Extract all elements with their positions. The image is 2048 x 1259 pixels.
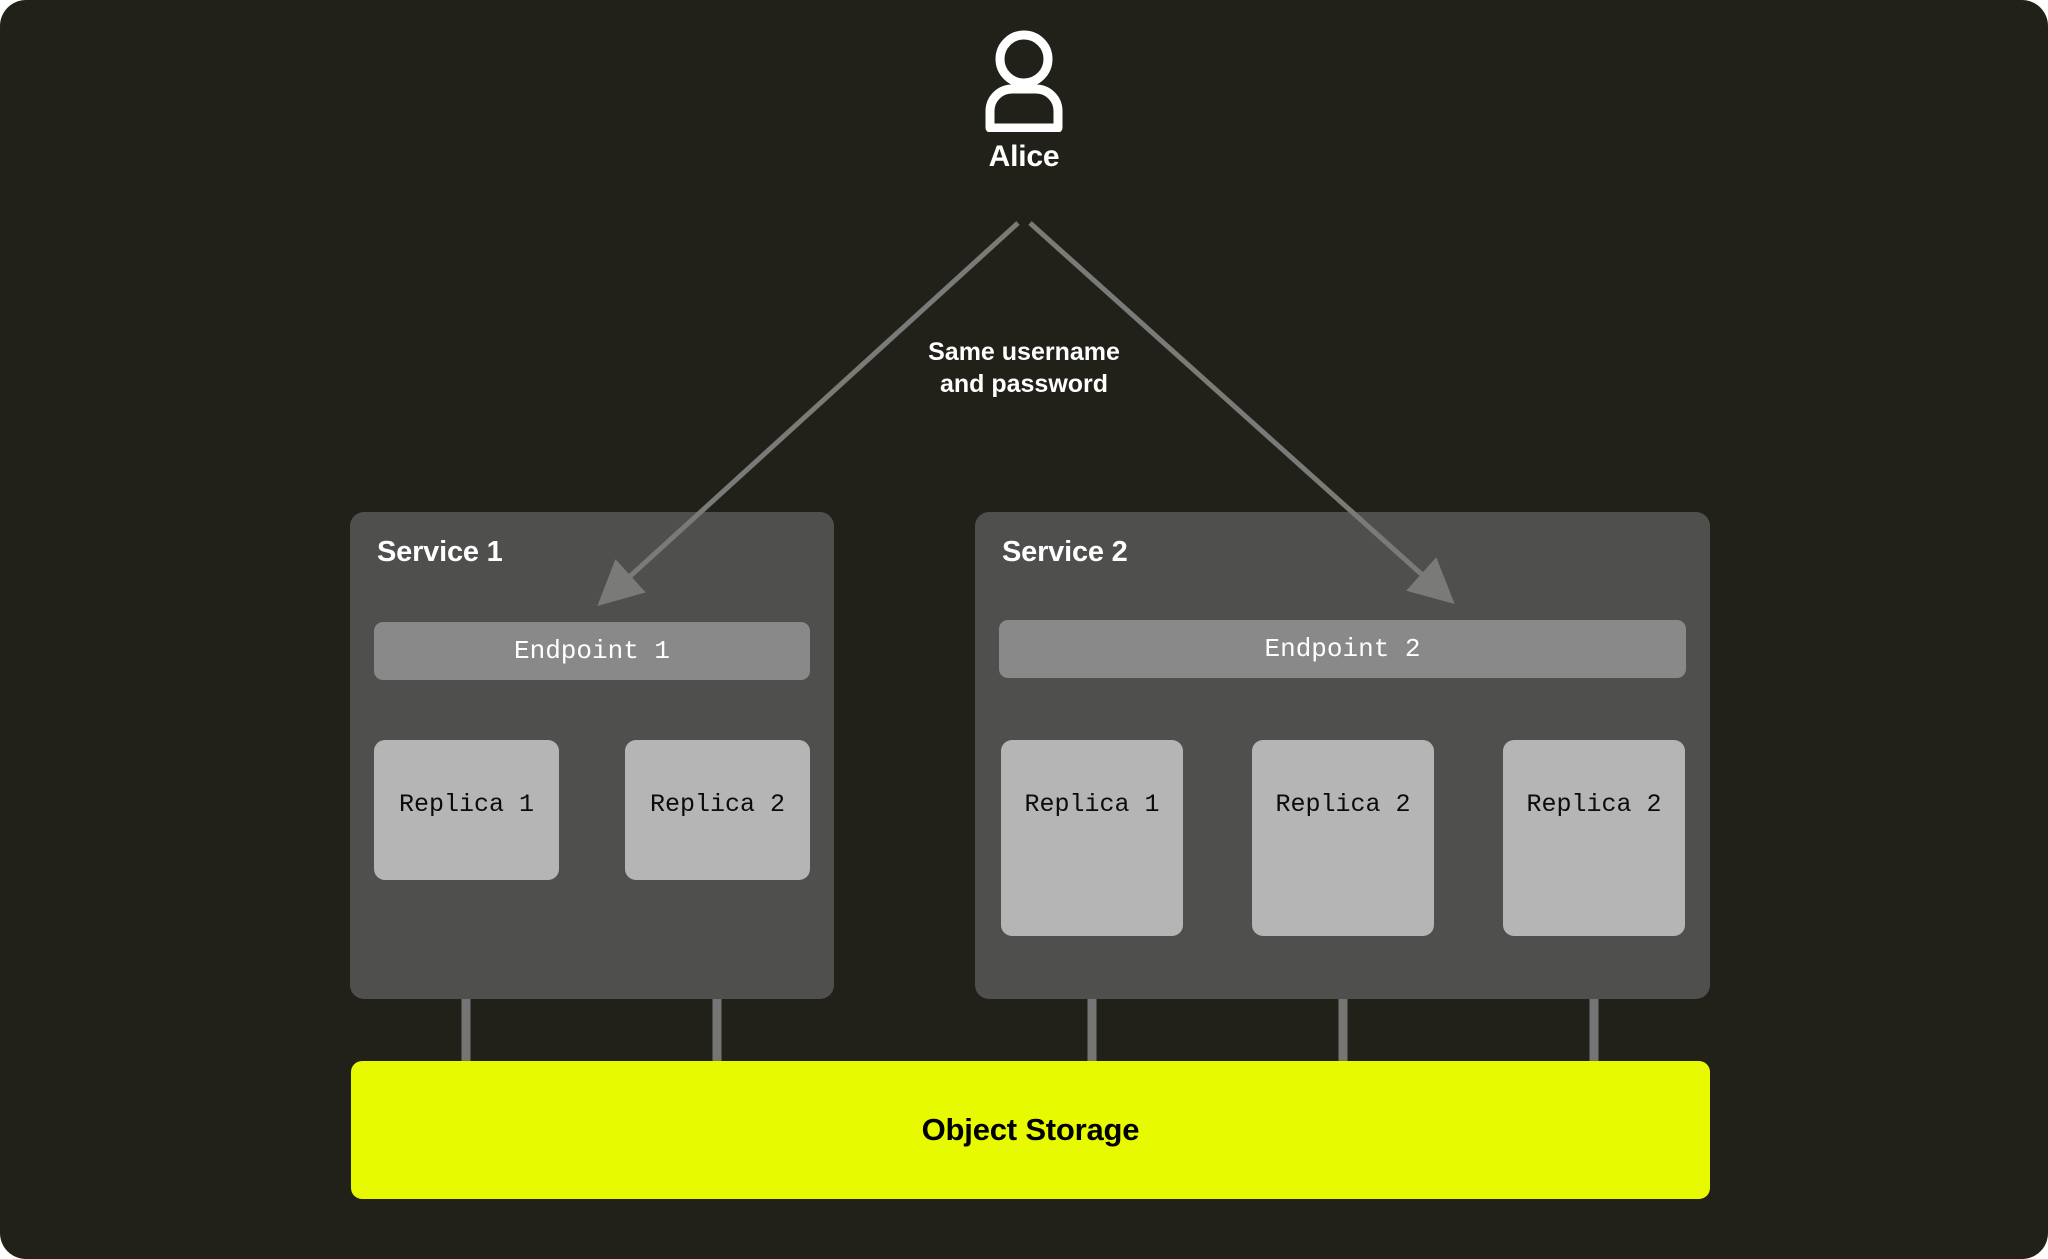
actor-label: Alice: [988, 140, 1060, 173]
service-card-2[interactable]: Service 2 Endpoint 2 Replica 1 Replica 2…: [975, 512, 1710, 999]
service-2-replica-2[interactable]: Replica 2: [1252, 740, 1434, 936]
user-icon: [985, 30, 1063, 132]
auth-caption-line-2: and password: [939, 369, 1109, 398]
service-2-replica-1[interactable]: Replica 1: [1001, 740, 1183, 936]
endpoint-1[interactable]: Endpoint 1: [374, 622, 810, 680]
auth-caption: Same username and password: [824, 337, 1224, 400]
auth-caption-line-1: Same username: [928, 338, 1120, 366]
endpoint-2[interactable]: Endpoint 2: [999, 620, 1686, 678]
service-1-replica-1[interactable]: Replica 1: [374, 740, 559, 880]
service-1-title: Service 1: [377, 536, 503, 568]
service-card-1[interactable]: Service 1 Endpoint 1 Replica 1 Replica 2: [350, 512, 834, 999]
actor-alice: Alice: [924, 28, 1124, 174]
service-1-replica-2[interactable]: Replica 2: [625, 740, 810, 880]
service-2-replica-3[interactable]: Replica 2: [1503, 740, 1685, 936]
object-storage-bar[interactable]: Object Storage: [351, 1061, 1710, 1199]
service-2-title: Service 2: [1002, 536, 1128, 568]
